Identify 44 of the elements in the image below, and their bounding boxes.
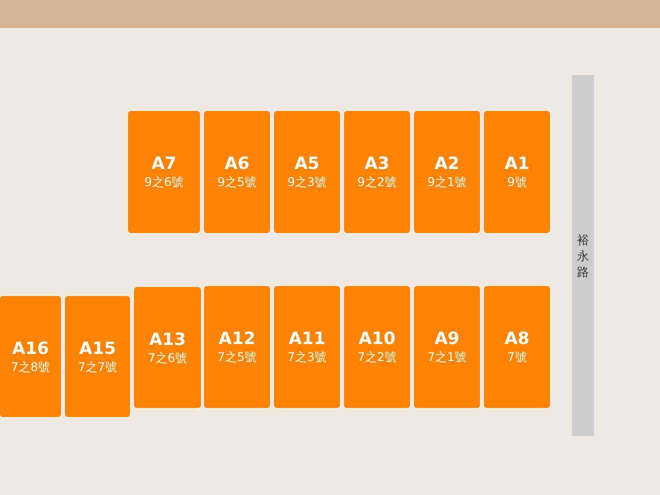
unit-block	[204, 111, 270, 233]
unit-code: A12	[218, 329, 256, 349]
unit-code: A8	[504, 329, 530, 349]
unit-block	[0, 296, 61, 417]
house-number: 9號	[507, 174, 527, 190]
unit-code: A9	[434, 329, 460, 349]
house-number: 7之6號	[148, 350, 188, 366]
unit-code: A5	[294, 154, 320, 174]
unit-code: A1	[504, 154, 530, 174]
unit-block	[344, 111, 410, 233]
house-number: 7之7號	[78, 358, 118, 374]
house-number: 9之3號	[287, 174, 327, 190]
house-number: 7之2號	[357, 349, 397, 365]
house-number: 7號	[507, 349, 527, 365]
house-number: 9之2號	[357, 174, 397, 190]
house-number: 9之1號	[427, 174, 467, 190]
unit-block	[128, 111, 200, 233]
unit-code: A3	[364, 154, 390, 174]
unit-code: A16	[12, 338, 49, 358]
road-name: 裕永路	[576, 232, 590, 280]
unit-block	[414, 111, 480, 233]
unit-code: A15	[79, 338, 116, 358]
house-number: 7之8號	[10, 358, 50, 374]
house-number: 7之3號	[287, 349, 327, 365]
unit-code: A2	[434, 154, 460, 174]
unit-block	[484, 286, 550, 408]
unit-block	[484, 111, 550, 233]
house-number: 9之6號	[144, 174, 184, 190]
house-number: 9之5號	[217, 174, 257, 190]
unit-block	[204, 286, 270, 408]
house-number: 7之1號	[427, 349, 467, 365]
house-number: 7之5號	[217, 349, 257, 365]
unit-code: A7	[152, 154, 176, 174]
unit-code: A13	[149, 330, 186, 350]
road-strip	[572, 75, 594, 436]
unit-block	[274, 286, 340, 408]
unit-block	[134, 287, 201, 408]
unit-block	[414, 286, 480, 408]
unit-block	[65, 296, 130, 417]
unit-code: A6	[224, 154, 250, 174]
unit-block	[344, 286, 410, 408]
unit-code: A10	[358, 329, 396, 349]
unit-code: A11	[288, 329, 326, 349]
unit-block	[274, 111, 340, 233]
